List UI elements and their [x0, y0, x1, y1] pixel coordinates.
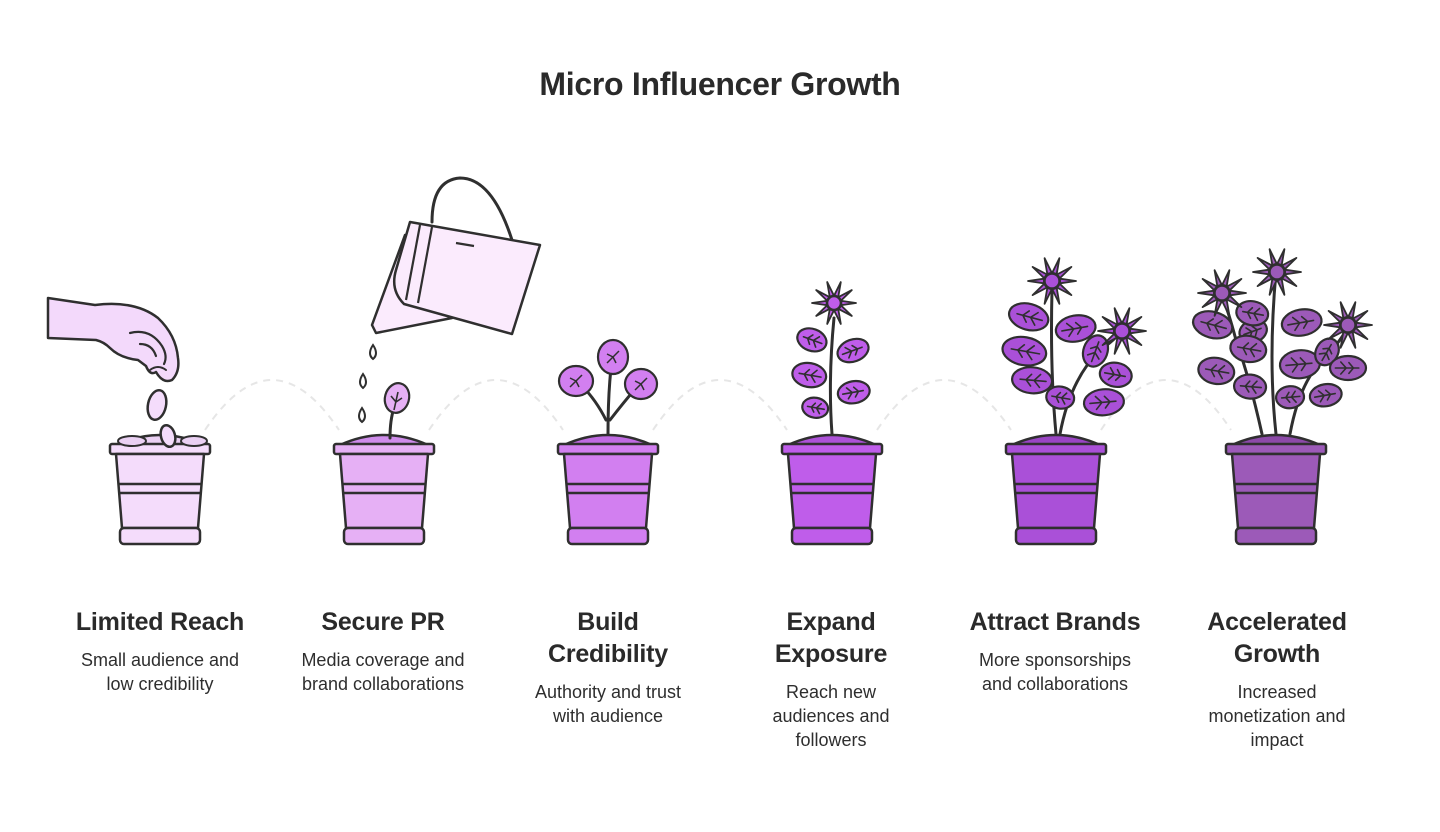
growth-illustration: [46, 176, 1373, 546]
pot-icon: [1224, 433, 1328, 546]
step-description: Reach new audiences and followers: [772, 682, 890, 750]
pot-icon: [332, 433, 436, 546]
step-title: Secure PR: [321, 608, 445, 636]
sprout-icon: [383, 382, 411, 440]
step-secure-pr: Secure PR Media coverage and brand colla…: [283, 606, 483, 696]
step-title: Attract Brands: [969, 608, 1141, 636]
step-description: Media coverage and brand collaborations: [301, 650, 465, 694]
pot-icon: [556, 433, 660, 546]
step-accelerated-growth: Accelerated Growth Increased monetizatio…: [1177, 606, 1377, 752]
flowering-plant-icon: [791, 281, 871, 436]
step-expand-exposure: Expand Exposure Reach new audiences and …: [731, 606, 931, 752]
seed-icon: [117, 388, 208, 449]
diagram-title: Micro Influencer Growth: [539, 66, 901, 102]
watering-can-icon: [370, 176, 542, 336]
seedling-icon: [557, 338, 659, 436]
pot-icon: [108, 433, 212, 546]
bushy-plant-icon: [1001, 257, 1147, 436]
pot-icon: [780, 433, 884, 546]
step-description: Authority and trust with audience: [534, 682, 682, 726]
step-title: Accelerated Growth: [1207, 608, 1347, 668]
step-description: Small audience and low credibility: [80, 650, 240, 694]
step-title: Expand Exposure: [774, 608, 888, 668]
full-bloom-plant-icon: [1191, 248, 1373, 436]
step-description: Increased monetization and impact: [1208, 682, 1346, 750]
water-drops-icon: [358, 343, 377, 424]
step-attract-brands: Attract Brands More sponsorships and col…: [955, 606, 1155, 696]
connector-arcs: [204, 379, 1232, 431]
hand-icon: [46, 296, 180, 383]
step-limited-reach: Limited Reach Small audience and low cre…: [60, 606, 260, 696]
pot-icon: [1004, 433, 1108, 546]
step-build-credibility: Build Credibility Authority and trust wi…: [508, 606, 708, 728]
step-title: Limited Reach: [75, 608, 245, 636]
step-description: More sponsorships and collaborations: [978, 650, 1132, 694]
step-title: Build Credibility: [547, 608, 669, 668]
